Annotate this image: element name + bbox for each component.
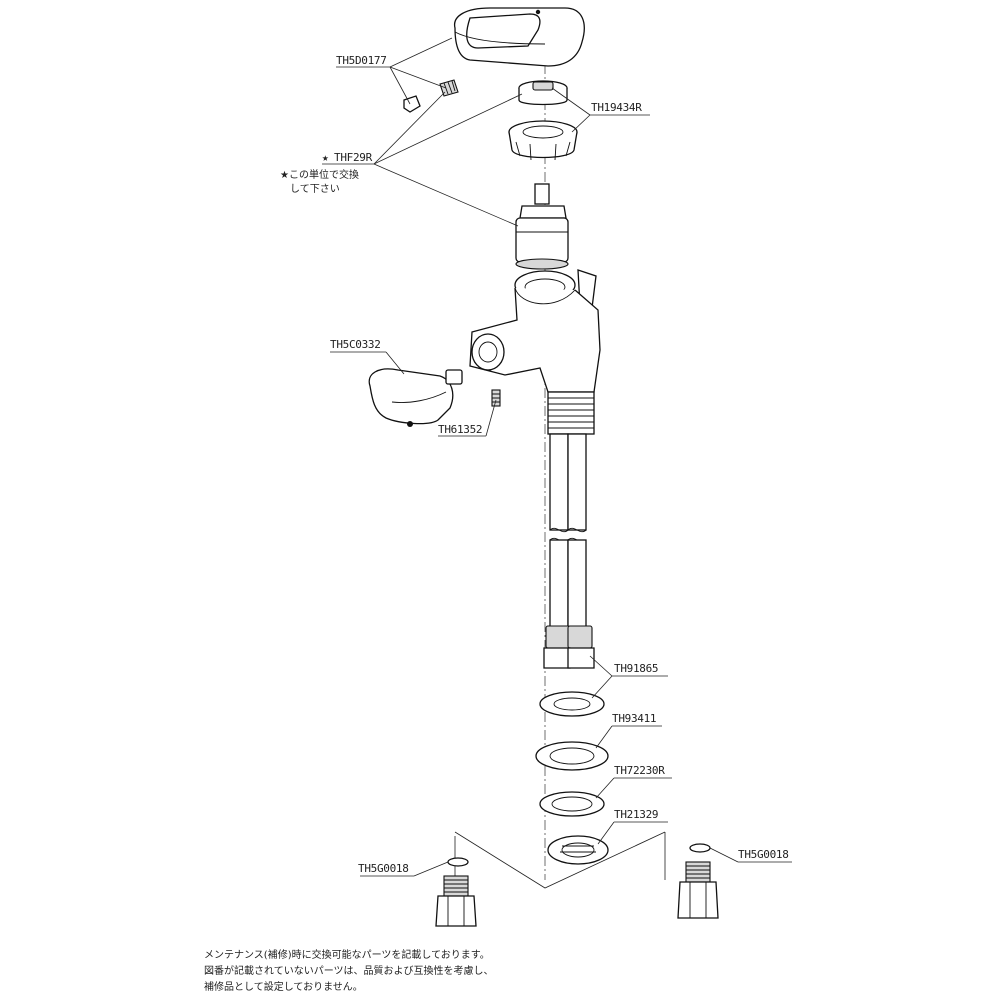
- label-spout-head: TH5C0332: [330, 338, 381, 351]
- cartridge-part: [515, 183, 569, 270]
- mounting-nut-part: [547, 835, 609, 865]
- supply-hoses-part: [543, 433, 595, 669]
- footer-note-line2: 図番が記載されていないパーツは、品質および互換性を考慮し、: [204, 964, 494, 977]
- spout-head-part: [368, 368, 463, 427]
- washer-2-part: [535, 741, 609, 771]
- footer-note-line3: 補修品として設定しておりません。: [204, 980, 363, 993]
- label-washer-3: TH72230R: [614, 764, 665, 777]
- washer-3-part: [539, 791, 605, 817]
- label-nut: TH21329: [614, 808, 658, 821]
- adapter-right-part: [677, 843, 719, 919]
- label-screw: TH61352: [438, 423, 482, 436]
- label-adapter-left: TH5G0018: [358, 862, 409, 875]
- lever-handle-part: [454, 7, 585, 67]
- break-line: [454, 831, 666, 889]
- footer-note-line1: メンテナンス(補修)時に交換可能なパーツを記載しております。: [204, 948, 490, 961]
- washer-1-part: [539, 691, 605, 717]
- unit-note-line2: して下さい: [290, 183, 340, 195]
- label-washer-1: TH91865: [614, 662, 658, 675]
- lever-screw-part: [403, 79, 459, 113]
- unit-note-line1: ★この単位で交換: [280, 168, 359, 181]
- label-lever: TH5D0177: [336, 54, 387, 67]
- leader-lines: [322, 37, 792, 877]
- label-washer-2: TH93411: [612, 712, 656, 725]
- adapter-left-part: [435, 857, 477, 927]
- flange-nut-part: [508, 120, 578, 161]
- label-cartridge: THF29R: [334, 151, 373, 164]
- label-adapter-right: TH5G0018: [738, 848, 789, 861]
- label-cap: TH19434R: [591, 101, 642, 114]
- cap-insert-part: [518, 80, 568, 106]
- label-cartridge-marker: ★: [322, 151, 329, 164]
- spout-screw-part: [491, 389, 501, 407]
- faucet-body-part: [469, 269, 601, 435]
